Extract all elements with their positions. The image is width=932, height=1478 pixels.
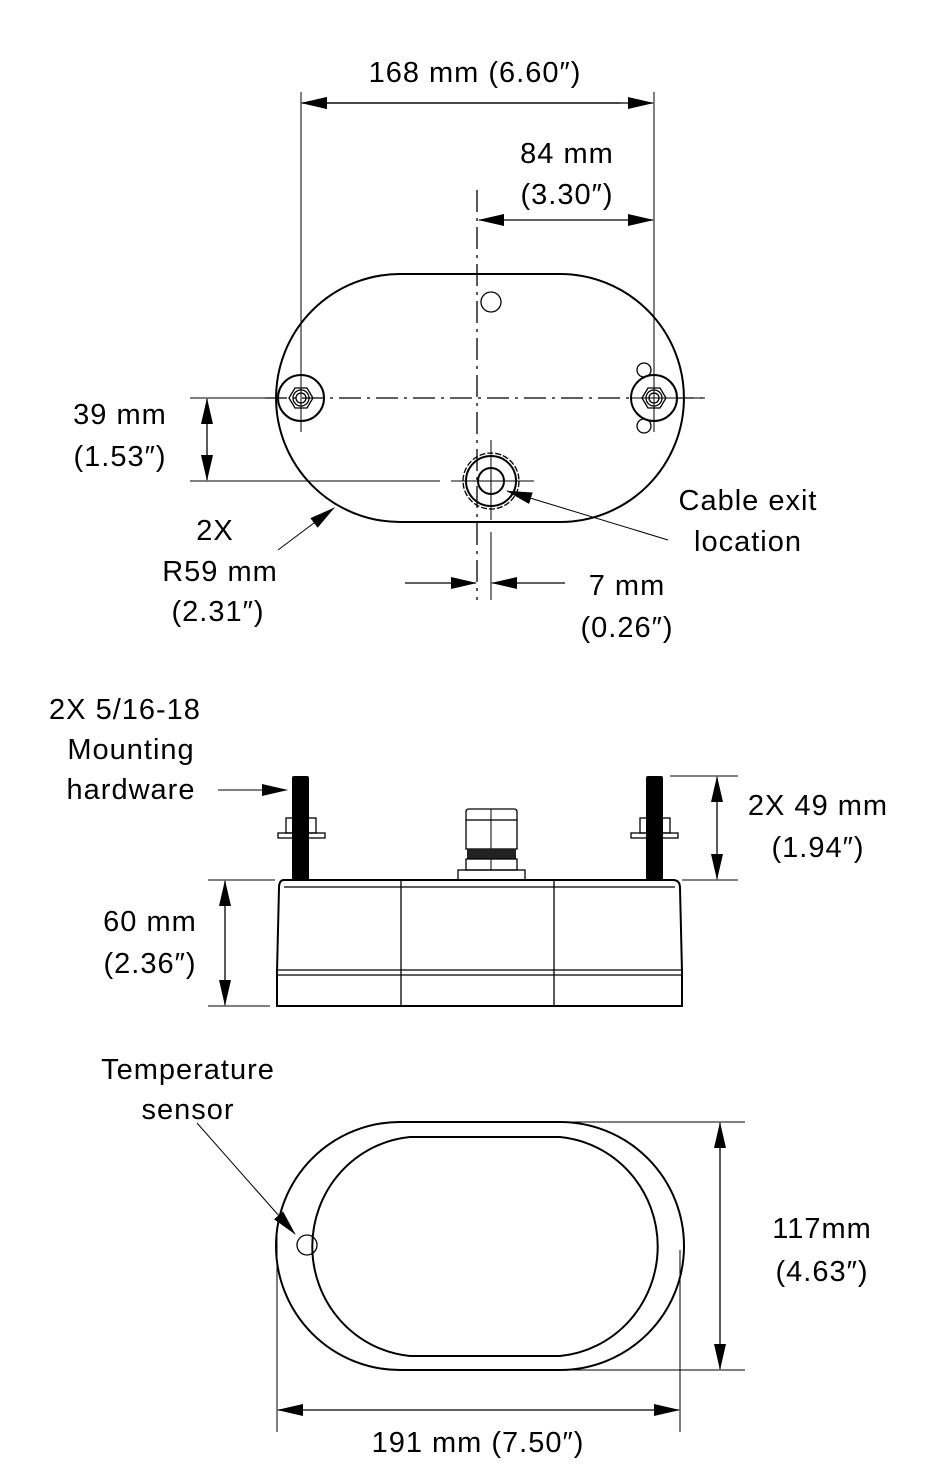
- radius-dimension-inches: (2.31″): [171, 596, 264, 628]
- temperature-sensor: [296, 1234, 318, 1256]
- side-view: 2X 5/16-18 Mounting hardware 2X 49 mm (1…: [49, 694, 888, 1007]
- height-dimension-inches: (2.36″): [103, 948, 196, 980]
- hardware-spec: 2X 5/16-18: [49, 694, 201, 726]
- cable-exit-label: Cable exit: [679, 485, 818, 517]
- offset-dimension-inches: (1.53″): [73, 441, 166, 473]
- top-outline: [275, 273, 685, 523]
- stud-left: [277, 776, 326, 880]
- cable-offset-dimension: 7 mm: [589, 570, 666, 602]
- half-width-dimension-inches: (3.30″): [520, 179, 613, 211]
- stud-dimension: 2X 49 mm: [748, 790, 888, 822]
- height-dimension: 60 mm: [103, 906, 197, 938]
- depth-dimension: 117mm: [772, 1213, 872, 1245]
- radius-dimension: R59 mm: [162, 556, 278, 588]
- cable-gland: [451, 440, 534, 600]
- cable-offset-dimension-inches: (0.26″): [580, 612, 673, 644]
- sensor-label: Temperature: [101, 1054, 275, 1086]
- cable-gland-side: [457, 808, 526, 881]
- bottom-outline: [275, 1121, 685, 1371]
- stud-right: [630, 776, 679, 880]
- hardware-label-line2: hardware: [67, 774, 196, 806]
- hole: [480, 291, 502, 313]
- radius-count: 2X: [196, 515, 233, 547]
- stud-dimension-inches: (1.94″): [771, 832, 864, 864]
- bottom-inner-outline: [311, 1136, 659, 1357]
- length-dimension: 191 mm (7.50″): [372, 1427, 585, 1459]
- half-width-dimension: 84 mm: [520, 138, 614, 170]
- offset-dimension: 39 mm: [73, 399, 167, 431]
- width-dimension: 168 mm (6.60″): [369, 57, 582, 89]
- hardware-label: Mounting: [67, 734, 194, 766]
- bolt-right: [630, 362, 705, 434]
- side-body: [276, 879, 683, 1007]
- top-view: 168 mm (6.60″) 84 mm (3.30″) 39 mm (1.53…: [73, 57, 818, 644]
- sensor-label-line2: sensor: [141, 1094, 234, 1126]
- cable-exit-label-line2: location: [694, 526, 802, 558]
- depth-dimension-inches: (4.63″): [775, 1256, 868, 1288]
- bottom-view: Temperature sensor 117mm (4.63″) 191 mm …: [101, 1054, 872, 1459]
